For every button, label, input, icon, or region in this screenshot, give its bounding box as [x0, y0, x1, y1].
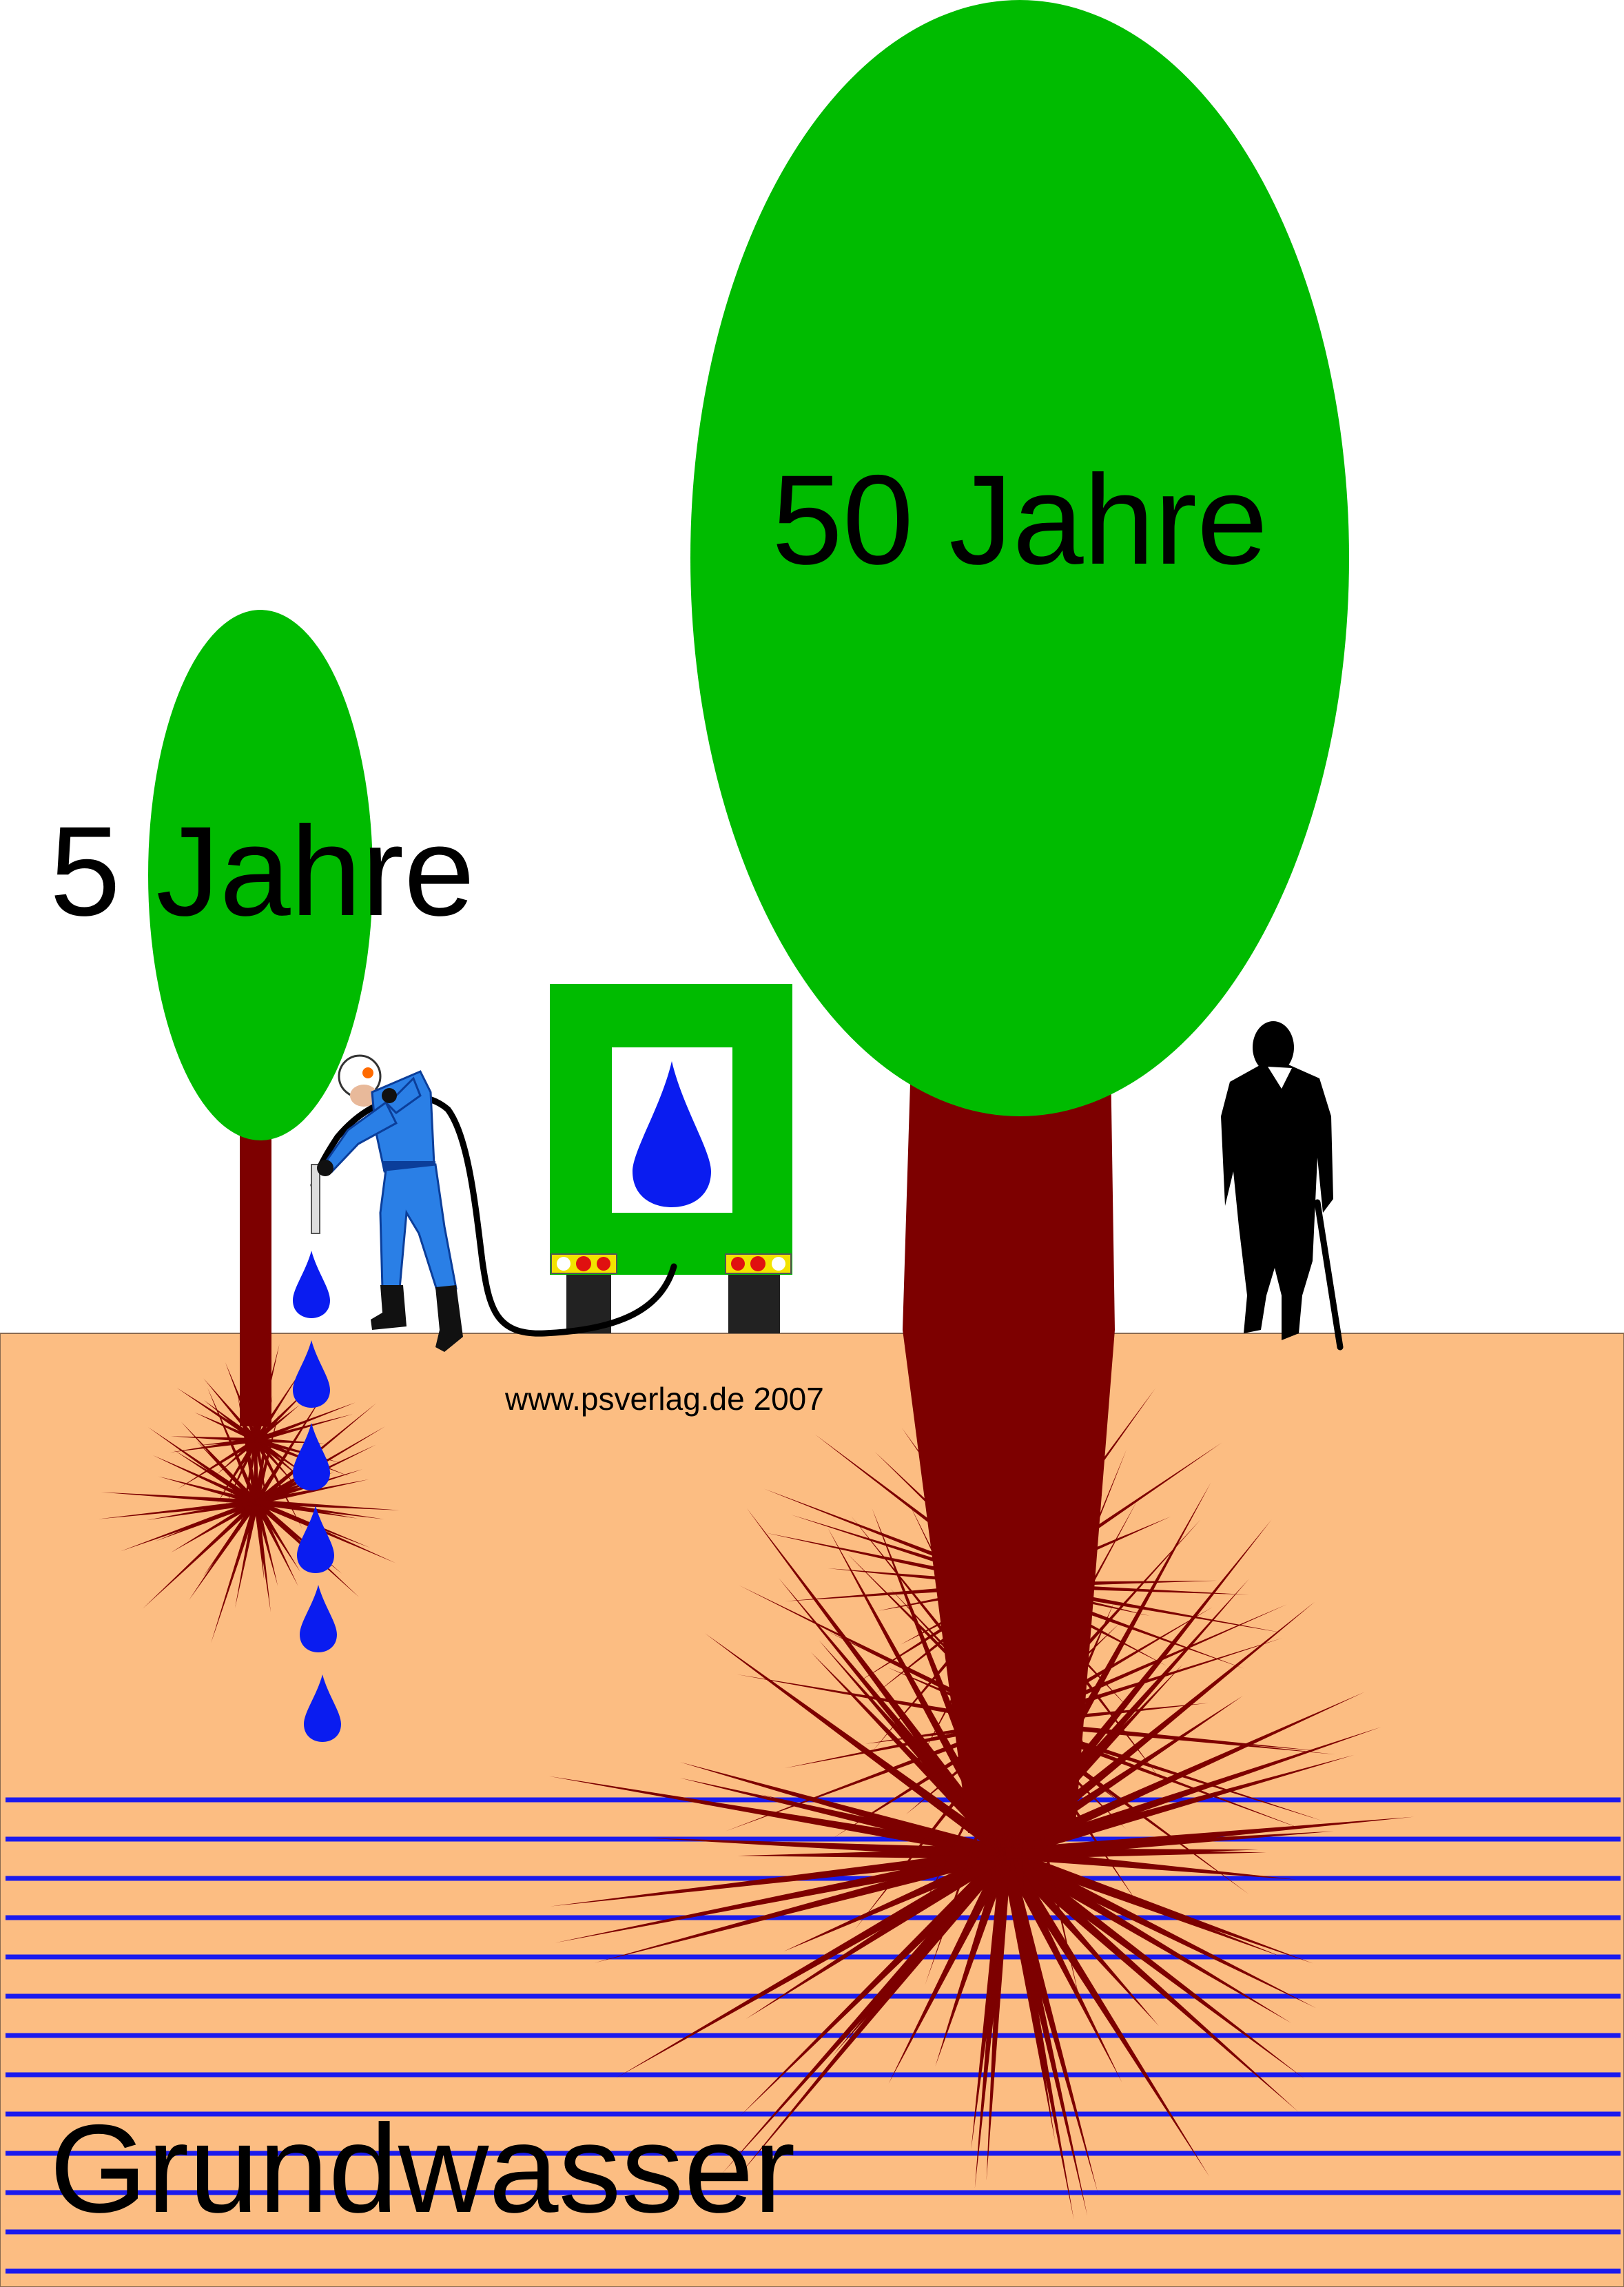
- old-tree-root: [1001, 1850, 1159, 2027]
- young-tree-root: [254, 1387, 328, 1504]
- old-tree-root: [648, 1838, 1007, 1859]
- young-tree-root: [254, 1501, 265, 1580]
- old-tree-root: [550, 1848, 1007, 1907]
- young-tree-root: [101, 1492, 257, 1505]
- old-tree-root: [738, 1850, 1011, 2177]
- old-tree-root: [935, 1852, 1011, 2066]
- young-tree: [148, 610, 373, 1426]
- old-tree-root: [888, 1851, 1011, 2084]
- young-tree-root: [256, 1479, 369, 1505]
- young-tree-root: [158, 1476, 257, 1505]
- old-tree-root: [1003, 1848, 1284, 1958]
- young-tree-root: [211, 1501, 259, 1643]
- truck-wheel-right: [728, 1268, 780, 1333]
- old-tree-root: [1004, 1848, 1314, 1964]
- old-tree-root: [616, 1849, 1009, 2078]
- old-tree-root: [555, 1848, 1007, 1943]
- young-tree-root: [254, 1404, 300, 1442]
- young-tree-root: [254, 1439, 297, 1487]
- old-tree-root: [1000, 1852, 1056, 2141]
- label-old-tree-age: 50 Jahre: [772, 449, 1268, 591]
- young-tree-root: [171, 1500, 258, 1552]
- old-tree-root: [739, 1849, 1010, 2117]
- truck-lights-left: [551, 1253, 617, 1274]
- old-tree-root: [1002, 1849, 1305, 2080]
- water-drop-icon: [304, 1674, 341, 1742]
- old-tree-trunk: [903, 1061, 1115, 1833]
- label-groundwater: Grundwasser: [50, 2098, 795, 2239]
- truck-sign-drop-icon: [633, 1061, 711, 1207]
- young-tree-root: [189, 1501, 258, 1601]
- worker-boot-right: [435, 1285, 463, 1352]
- old-tree-root: [1004, 1754, 1355, 1859]
- old-tree-root: [819, 1640, 1011, 1857]
- old-tree-crown: [690, 0, 1349, 1116]
- water-drop-icon: [293, 1423, 330, 1490]
- old-tree-root: [725, 1720, 1018, 1832]
- old-tree-root: [783, 1848, 1009, 1952]
- old-tree-root: [1016, 1720, 1320, 1752]
- young-tree-root: [254, 1438, 306, 1482]
- worker-boot-left: [371, 1285, 407, 1330]
- young-tree-root: [177, 1438, 258, 1489]
- water-drop-icon: [297, 1506, 334, 1573]
- elderly-man-with-cane-icon: [1221, 1021, 1344, 1351]
- old-tree-root: [1000, 1852, 1074, 2219]
- young-tree-root: [235, 1501, 259, 1608]
- old-tree-root: [705, 1633, 1010, 1858]
- old-tree-root: [548, 1776, 1007, 1859]
- falling-water-drops: [293, 1251, 341, 1742]
- old-tree-root: [1001, 1851, 1163, 2101]
- young-tree-root: [176, 1388, 258, 1442]
- water-drop-icon: [293, 1251, 330, 1318]
- water-hose: [310, 1093, 677, 1337]
- young-tree-root: [173, 1450, 258, 1504]
- groundwater-lines: [6, 1797, 1621, 2274]
- young-tree-root: [194, 1412, 258, 1442]
- old-tree-root: [986, 1853, 1011, 2181]
- young-tree-crown: [148, 610, 373, 1140]
- young-tree-root: [203, 1399, 258, 1442]
- truck-lights-right: [725, 1253, 792, 1274]
- young-tree-root: [225, 1439, 258, 1506]
- young-tree-root: [170, 1436, 257, 1442]
- old-tree-root: [1015, 1720, 1324, 1821]
- young-tree-root: [254, 1501, 298, 1586]
- old-tree-root: [971, 1853, 1011, 2150]
- old-tree-root: [739, 1585, 1018, 1725]
- young-tree-root: [120, 1499, 258, 1552]
- young-tree-root: [256, 1414, 353, 1442]
- water-drop-icon: [293, 1340, 330, 1408]
- old-tree-root: [1002, 1849, 1299, 2112]
- young-tree-root: [98, 1499, 257, 1519]
- young-tree-root: [254, 1439, 302, 1529]
- old-tree-root: [1005, 1848, 1266, 1859]
- young-tree-root: [256, 1499, 400, 1510]
- water-drop-icon: [300, 1585, 337, 1652]
- old-tree-root: [1003, 1849, 1316, 2009]
- old-tree-root: [1000, 1851, 1122, 2082]
- label-young-tree-age: 5 Jahre: [50, 801, 475, 943]
- young-tree-root: [222, 1439, 258, 1494]
- young-tree-trunk: [240, 1130, 271, 1426]
- worker-watering-icon: [311, 1054, 463, 1352]
- old-tree-root: [679, 1762, 1008, 1859]
- young-tree-root: [142, 1500, 258, 1609]
- walking-cane: [1314, 1199, 1344, 1351]
- credit-text: www.psverlag.de 2007: [504, 1381, 824, 1417]
- old-tree-root: [1015, 1720, 1304, 1830]
- old-tree: [690, 0, 1349, 1833]
- young-tree-root: [254, 1439, 268, 1509]
- old-tree-root: [737, 1674, 1017, 1725]
- hose-nozzle: [311, 1164, 320, 1234]
- young-tree-root: [239, 1439, 258, 1533]
- old-tree-root: [974, 1853, 1011, 2188]
- young-tree-root: [152, 1455, 258, 1505]
- worker-legs: [379, 1163, 458, 1293]
